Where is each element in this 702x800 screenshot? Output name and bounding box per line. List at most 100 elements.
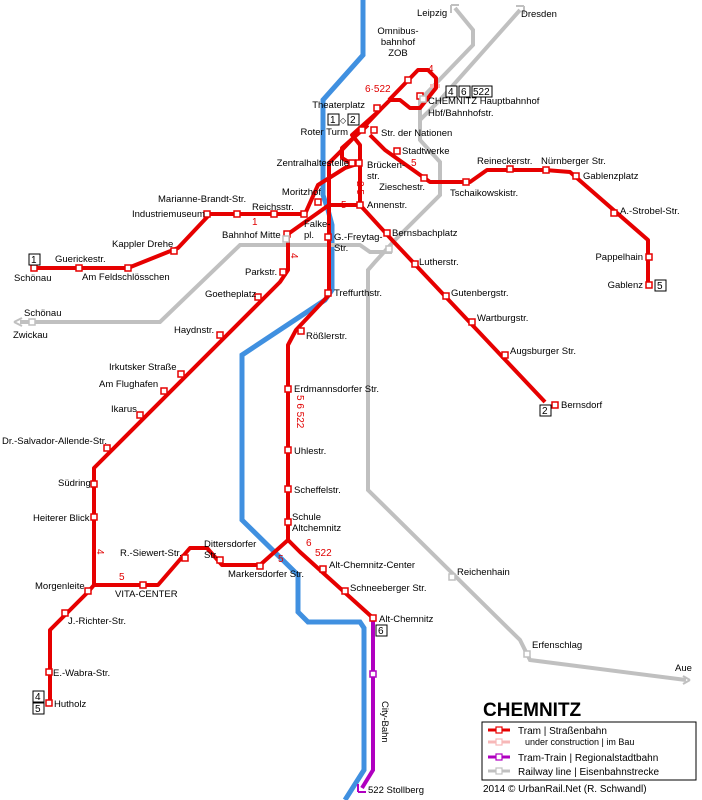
stop-haydnstr[interactable] (216, 331, 224, 339)
stop-wartburgstr[interactable] (468, 318, 476, 326)
stop-lutherstr[interactable] (411, 260, 419, 268)
stop-roter-turm[interactable] (358, 126, 366, 134)
stop-irkutsker[interactable] (177, 370, 185, 378)
arrow-aue (682, 675, 691, 685)
tram-train-line (357, 618, 375, 793)
label-schneeberger: Schneeberger Str. (350, 583, 427, 594)
line-label-stadtwerke-5: 5 (411, 158, 417, 169)
stop-nuernberger[interactable] (542, 166, 550, 174)
stop-freytag[interactable] (324, 233, 332, 241)
stop-erdmannsdorfer[interactable] (284, 385, 292, 393)
railway-arrows (13, 4, 691, 685)
label-tschaikowskistr: Tschaikowskistr. (450, 188, 518, 199)
label-roesslerstr: Rößlerstr. (306, 331, 347, 342)
svg-text:5: 5 (657, 281, 663, 292)
stop-reichsstr[interactable] (270, 210, 278, 218)
rail-stop-sued[interactable] (385, 245, 393, 253)
badge-gablenz-5: 5 (654, 279, 667, 292)
rail-stop-erfenschlag[interactable] (523, 650, 531, 658)
legend: Tram | Straßenbahn under construction | … (481, 721, 697, 781)
stop-vita-center[interactable] (139, 581, 147, 589)
stop-pappelhain[interactable] (645, 253, 653, 261)
stop-wabra[interactable] (45, 668, 53, 676)
stop-gablenzplatz[interactable] (572, 172, 580, 180)
stop-markersdorfer[interactable] (256, 562, 264, 570)
stop-alt-chemnitz[interactable] (369, 614, 377, 622)
svg-text:2: 2 (542, 406, 548, 417)
stop-morgenleite[interactable] (84, 587, 92, 595)
stop-ikarus[interactable] (136, 411, 144, 419)
line-label-zob-4: 4 (428, 64, 434, 75)
stop-zentralhaltestelle[interactable] (348, 159, 356, 167)
stop-marianne-brandt[interactable] (233, 210, 241, 218)
line-label-annen-5: 5 (341, 200, 347, 211)
label-erdmannsdorfer: Erdmannsdorfer Str. (294, 384, 379, 395)
stop-industriemuseum[interactable] (203, 210, 211, 218)
tram-line-5-east (368, 133, 650, 285)
railway-dresden (366, 8, 687, 682)
stop-riemenschneiderstr[interactable] (369, 670, 377, 678)
stop-moritzhof[interactable] (314, 198, 322, 206)
stop-treffurthstr[interactable] (324, 289, 332, 297)
label-irkutsker: Irkutsker Straße (109, 362, 177, 373)
stop-uhlestr[interactable] (284, 446, 292, 454)
label-feldschloesschen: Am Feldschlösschen (82, 272, 170, 283)
stop-roesslerstr[interactable] (297, 327, 305, 335)
stop-brueckenstr[interactable] (355, 159, 363, 167)
stop-schule-altchemnitz[interactable] (284, 518, 292, 526)
badge-hutholz-5: 5 (32, 702, 45, 715)
svg-text:6: 6 (378, 626, 384, 637)
stop-goetheplatz[interactable] (254, 293, 262, 301)
label-wabra: E.-Wabra-Str. (53, 668, 110, 679)
stop-omnibusbahnhof[interactable] (404, 76, 412, 84)
line-label-markers-5: 5 (278, 554, 284, 565)
badge-hbf-6: 6 (458, 85, 471, 98)
stop-gablenz[interactable] (645, 281, 653, 289)
legend-tram-train: Tram-Train | Regionalstadtbahn (488, 753, 658, 764)
rail-stop-mitte[interactable] (282, 235, 290, 243)
stop-zieschestr[interactable] (420, 174, 428, 182)
stop-dittersdorfer[interactable] (216, 556, 224, 564)
stop-allende[interactable] (103, 444, 111, 452)
stop-parkstr[interactable] (279, 268, 287, 276)
rail-stop-hbf[interactable] (419, 95, 427, 103)
stop-bernsbachplatz[interactable] (383, 229, 391, 237)
map-title: CHEMNITZ (483, 700, 582, 721)
stop-richter[interactable] (61, 609, 69, 617)
stop-theaterplatz[interactable] (373, 104, 381, 112)
railway-station-markers (28, 95, 531, 658)
stop-annenstr[interactable] (356, 201, 364, 209)
stop-scheffelstr[interactable] (284, 485, 292, 493)
rail-stop-reichenhain[interactable] (448, 573, 456, 581)
stop-tschaikowskistr[interactable] (462, 178, 470, 186)
svg-text:1: 1 (330, 115, 336, 126)
label-falkeplatz: Falke-pl. (304, 219, 330, 241)
label-treffurthstr: Treffurthstr. (334, 288, 382, 299)
stop-strobel[interactable] (610, 209, 618, 217)
stop-feldschloesschen[interactable] (124, 264, 132, 272)
tram-line-1 (32, 108, 382, 270)
label-marianne-brandt: Marianne-Brandt-Str. (158, 194, 246, 205)
stop-siewert[interactable] (181, 554, 189, 562)
stop-guerickestr[interactable] (75, 264, 83, 272)
stop-str-der-nationen[interactable] (370, 126, 378, 134)
stop-reineckerstr[interactable] (506, 165, 514, 173)
stop-heiterer-blick[interactable] (90, 513, 98, 521)
railway-zwickau (20, 243, 392, 324)
stop-gutenbergstr[interactable] (442, 292, 450, 300)
label-allende: Dr.-Salvador-Allende-Str. (2, 436, 107, 447)
stop-falkeplatz[interactable] (300, 210, 308, 218)
stop-kappler-drehe[interactable] (170, 247, 178, 255)
stop-stadtwerke[interactable] (393, 147, 401, 155)
stop-hutholz[interactable] (45, 699, 53, 707)
stop-bernsdorf[interactable] (551, 401, 559, 409)
rail-stop-schoenau[interactable] (28, 318, 36, 326)
stop-suedring[interactable] (90, 480, 98, 488)
label-leipzig: Leipzig (417, 8, 447, 19)
stop-am-flughafen[interactable] (160, 387, 168, 395)
stop-schneeberger[interactable] (341, 587, 349, 595)
stop-augsburger[interactable] (501, 351, 509, 359)
stop-alt-chemnitz-center[interactable] (319, 565, 327, 573)
